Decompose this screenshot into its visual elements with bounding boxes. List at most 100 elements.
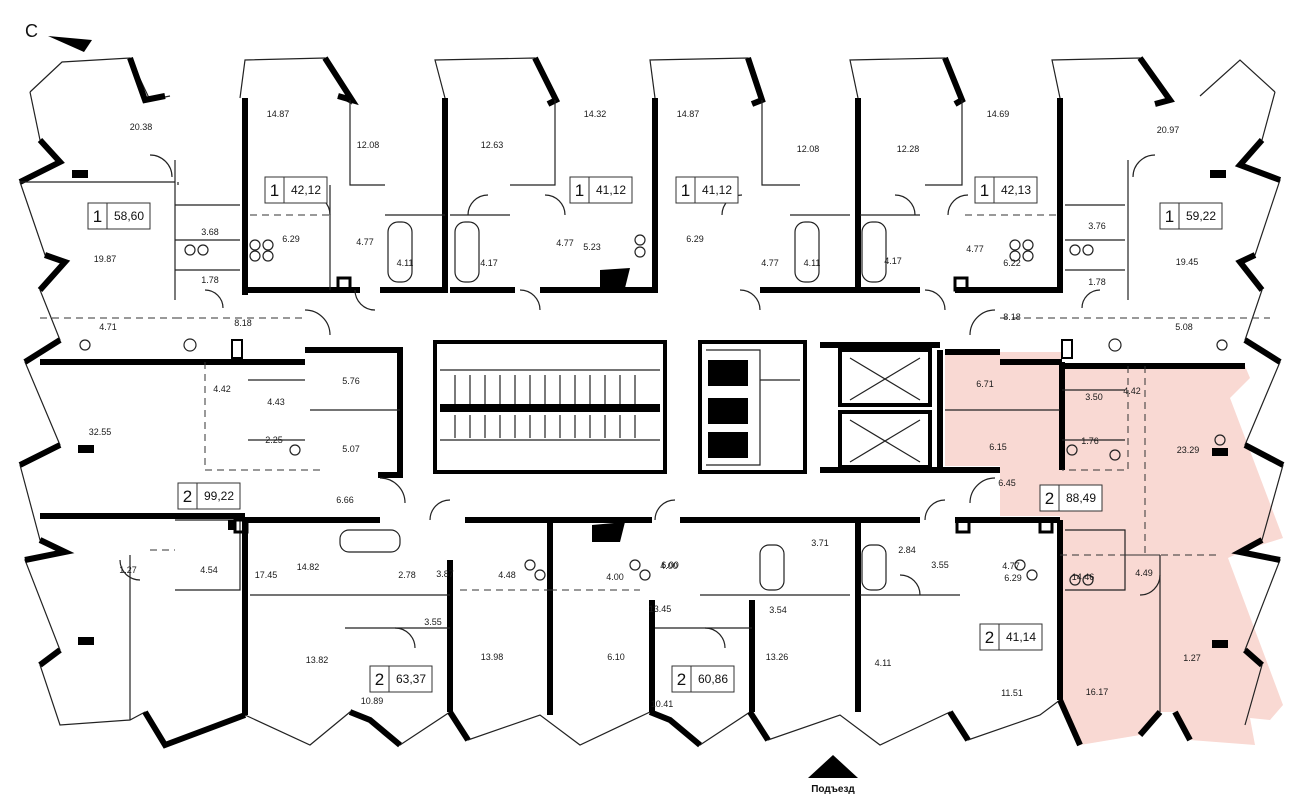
room-area-label: 4.00 [660,561,678,571]
room-area-label: 11.51 [1001,688,1023,698]
room-area-label: 4.77 [356,237,374,247]
apartment-area: 99,22 [204,489,234,503]
room-area-label: 5.23 [583,242,601,252]
apartment-label-box [177,482,241,510]
apartment-label-box [979,623,1043,651]
room-area-label: 5.07 [342,444,360,454]
room-area-label: 4.17 [480,258,498,268]
room-area-label: 10.41 [651,699,674,709]
room-area-label: 3.50 [1085,392,1103,402]
apartment-area: 41,12 [702,183,732,197]
room-area-label: 8.18 [1003,312,1021,322]
apartment-area: 42,13 [1001,183,1031,197]
room-area-label: 14.69 [987,109,1010,119]
room-area-label: 4.11 [875,658,892,668]
room-area-label: 12.08 [797,144,820,154]
room-area-label: 19.45 [1176,257,1199,267]
room-area-label: 3.55 [424,617,442,627]
room-area-label: 8.18 [234,318,252,328]
room-area-label: 3.71 [811,538,829,548]
apartment-rooms: 2 [677,670,686,689]
room-area-label: 1.78 [1088,277,1106,287]
room-area-label: 20.38 [130,122,153,132]
room-area-label: 3.76 [1088,221,1106,231]
room-area-label: 6.10 [607,652,625,662]
room-area-label: 4.42 [213,384,231,394]
room-area-label: 1.27 [1183,653,1201,663]
room-area-label: 6.66 [336,495,354,505]
room-area-label: 13.45 [649,604,672,614]
room-area-label: 13.98 [481,652,504,662]
room-area-label: 32.55 [89,427,112,437]
apartment-label-box [569,176,633,204]
apartment-rooms: 2 [375,670,384,689]
room-area-label: 4.00 [606,572,624,582]
fixtures [72,170,1228,648]
room-area-label: 6.45 [998,478,1016,488]
room-area-label: 4.11 [397,258,414,268]
room-area-label: 1.78 [201,275,219,285]
room-area-label: 2.25 [265,435,283,445]
room-area-label: 12.63 [481,140,504,150]
building-core [433,340,940,474]
room-area-label: 14.87 [267,109,290,119]
apartment-label-box [1039,484,1103,512]
apartment-label-box [369,665,433,693]
room-area-label: 6.71 [976,379,994,389]
room-area-label: 3.87 [436,569,454,579]
room-area-label: 4.54 [200,565,218,575]
apartment-rooms: 1 [980,181,989,200]
apartment-label-box [264,176,328,204]
room-area-label: 4.77 [1002,561,1020,571]
north-indicator: С [25,21,92,52]
room-area-label: 1.76 [1081,436,1099,446]
apartment-label-box [87,202,151,230]
zone-boundaries [40,214,1270,591]
room-area-label: 6.29 [1004,573,1022,583]
room-area-label: 4.77 [556,238,574,248]
apartment-rooms: 1 [270,181,279,200]
room-area-label: 13.26 [766,652,789,662]
room-area-label: 17.45 [255,570,278,580]
room-area-label: 13.82 [306,655,329,665]
apartment-rooms: 1 [1165,207,1174,226]
room-area-label: 4.71 [99,322,117,332]
room-area-label: 4.17 [884,256,902,266]
apartment-rooms: 1 [575,181,584,200]
interior-walls [40,98,1245,720]
room-area-label: 4.48 [498,570,516,580]
lift-shaft-1 [838,348,932,407]
highlight-zone [945,352,1283,745]
apartment-label-box [675,176,739,204]
apartment-rooms: 2 [183,487,192,506]
room-area-label: 14.32 [584,109,607,119]
north-arrow-icon [48,36,92,52]
room-area-label: 2.84 [898,545,916,555]
room-area-label: 6.15 [989,442,1007,452]
room-area-label: 2.78 [398,570,416,580]
room-area-label: 12.08 [357,140,380,150]
doors [119,154,1161,649]
room-area-label: 19.87 [94,254,117,264]
room-area-label: 4.11 [804,258,821,268]
apartment-label-box [671,665,735,693]
partitions [20,100,1126,629]
apartment-rooms: 1 [93,207,102,226]
entrance-marker: Подъезд [808,755,858,795]
room-area-label: 12.28 [897,144,920,154]
room-area-label: 1.27 [119,565,137,575]
highlighted-apartment-fill [945,352,1283,745]
